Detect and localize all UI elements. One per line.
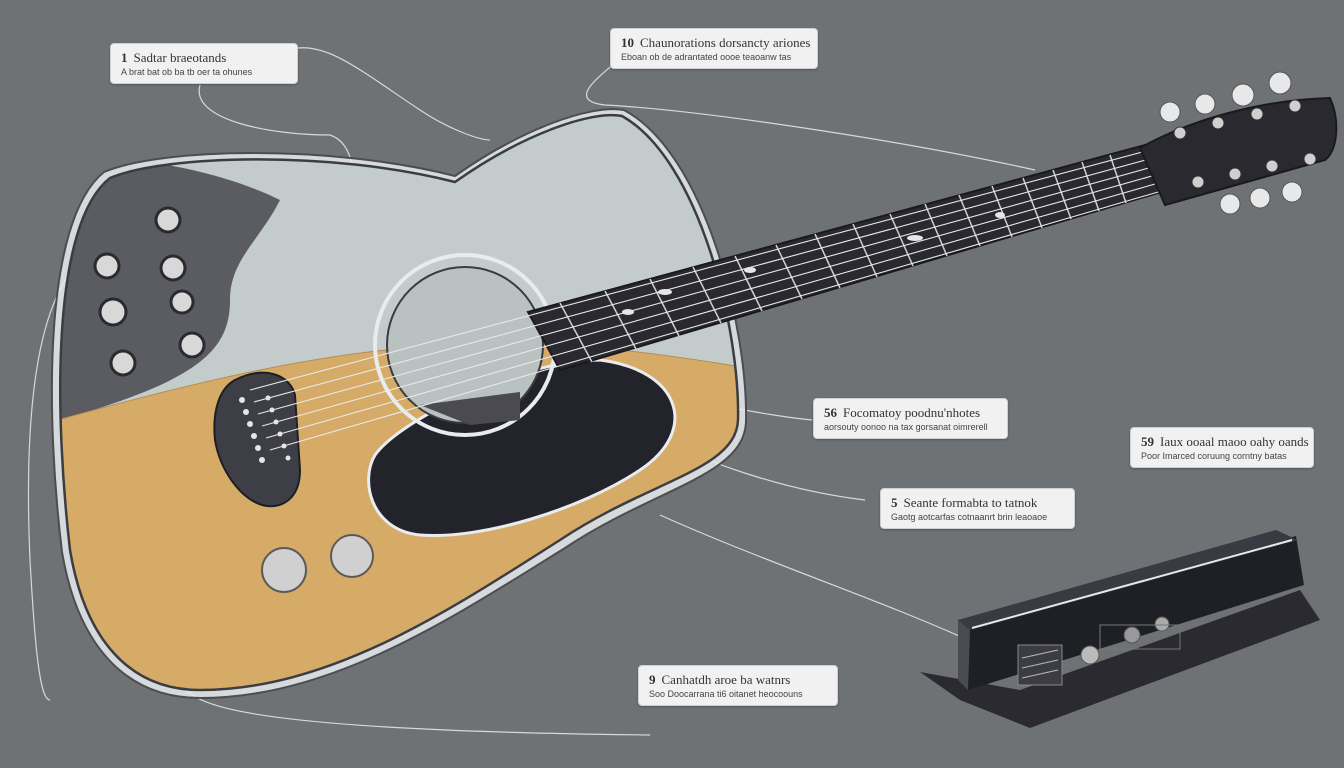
headstock [1138,71,1338,215]
control-knob-icon [98,297,128,327]
control-knobs [93,206,374,593]
callout-subtitle: aorsouty oonoo na tax gorsanat oimrerell [824,422,988,432]
callout-number: 10 [621,35,634,50]
callout-subtitle: Poor Imarced coruung corntny batas [1141,451,1287,461]
callout-1: 1 Sadtar braeotands A brat bat ob ba tb o… [110,43,298,84]
callout-subtitle: A brat bat ob ba tb oer ta ohunes [121,67,253,77]
callout-title: Chaunorations dorsancty ariones [640,35,811,50]
callout-59: 59 Iaux ooaal maoo oahy oands Poor Imarce… [1130,427,1314,468]
callout-56: 56 Focomatoy poodnu'nhotes aorsouty oonoo… [813,398,1008,439]
callout-10: 10 Chaunorations dorsancty ariones Eboan … [610,28,818,69]
control-knob-icon [109,349,137,377]
guitar-strings [249,149,1166,451]
callout-number: 9 [649,672,656,687]
callout-number: 5 [891,495,898,510]
control-knob-icon [93,252,121,280]
tuning-peg-icon [1231,83,1255,107]
control-knob-icon [169,289,195,315]
control-knob-icon [154,206,182,234]
callout-title: Canhatdh aroe ba watnrs [661,672,791,687]
callout-number: 59 [1141,434,1154,449]
callout-subtitle: Eboan ob de adrantated oooe teaoanw tas [621,52,792,62]
tuning-peg-icon [1281,181,1303,203]
callout-number: 1 [121,50,128,65]
callout-subtitle: Gaotg aotcarfas cotnaanrt brin leaoaoe [891,512,1048,522]
tuning-peg-icon [1249,187,1271,209]
callout-title: Seante formabta to tatnok [903,495,1038,510]
tuning-peg-icon [1268,71,1292,95]
callout-5: 5 Seante formabta to tatnok Gaotg aotcarf… [880,488,1075,529]
tuning-peg-icon [1194,93,1216,115]
bridge [213,371,302,508]
tuning-peg-icon [1159,101,1181,123]
callout-title: Iaux ooaal maoo oahy oands [1160,434,1309,449]
tuning-peg-icon [1219,193,1241,215]
callout-9: 9 Canhatdh aroe ba watnrs Soo Doocarrana … [638,665,838,706]
control-knob-icon [178,331,206,359]
amplifier-box-icon [920,530,1320,728]
control-knob-icon [261,547,307,593]
control-knob-icon [159,254,187,282]
callout-title: Sadtar braeotands [133,50,227,65]
callout-subtitle: Soo Doocarrana ti6 oitanet heocoouns [649,689,803,699]
control-knob-icon [330,534,374,578]
callout-title: Focomatoy poodnu'nhotes [843,405,981,420]
callout-number: 56 [824,405,837,420]
